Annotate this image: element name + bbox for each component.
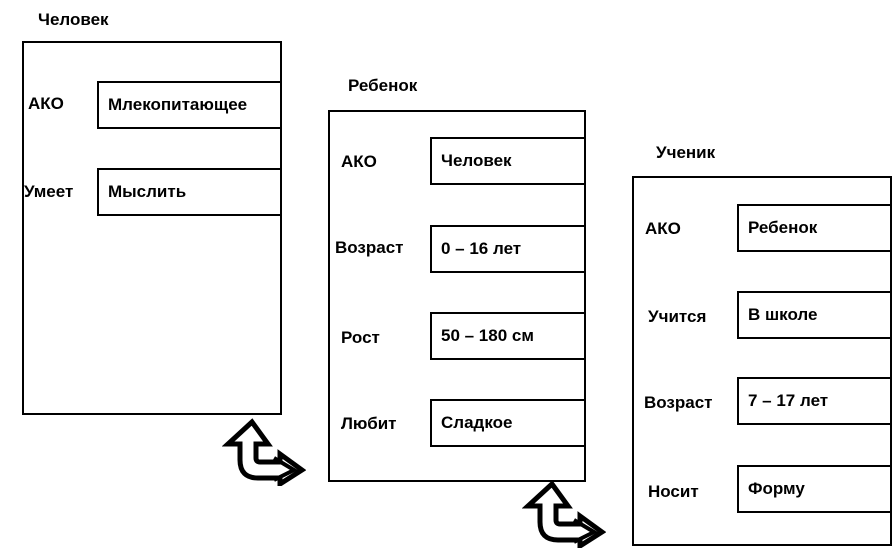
slot-value-vozrast: 7 – 17 лет	[737, 377, 892, 425]
inheritance-arrow-icon	[522, 480, 606, 548]
slot-value-ako: Млекопитающее	[97, 81, 282, 129]
frame-title-chelovek: Человек	[38, 10, 109, 29]
frame-uchenik	[632, 176, 892, 546]
frame-title-uchenik: Ученик	[656, 143, 716, 162]
slot-name-vozrast: Возраст	[644, 393, 713, 412]
slot-value-nosit: Форму	[737, 465, 892, 513]
slot-name-umeet: Умеет	[24, 182, 74, 201]
slot-value-vozrast: 0 – 16 лет	[430, 225, 586, 273]
slot-value-uchitsya: В школе	[737, 291, 892, 339]
slot-name-vozrast: Возраст	[335, 238, 404, 257]
frame-title-rebenok: Ребенок	[348, 76, 418, 95]
slot-value-umeet: Мыслить	[97, 168, 282, 216]
slot-name-ako: АКО	[341, 152, 377, 171]
slot-name-lyubit: Любит	[341, 414, 397, 433]
frame-rebenok	[328, 110, 586, 482]
slot-value-ako: Человек	[430, 137, 586, 185]
slot-value-rost: 50 – 180 см	[430, 312, 586, 360]
slot-value-lyubit: Сладкое	[430, 399, 586, 447]
slot-name-ako: АКО	[28, 94, 64, 113]
inheritance-arrow-icon	[222, 418, 306, 486]
frame-chelovek	[22, 41, 282, 415]
slot-name-ako: АКО	[645, 219, 681, 238]
slot-name-rost: Рост	[341, 328, 380, 347]
slot-value-ako: Ребенок	[737, 204, 892, 252]
slot-name-uchitsya: Учится	[648, 307, 707, 326]
slot-name-nosit: Носит	[648, 482, 699, 501]
